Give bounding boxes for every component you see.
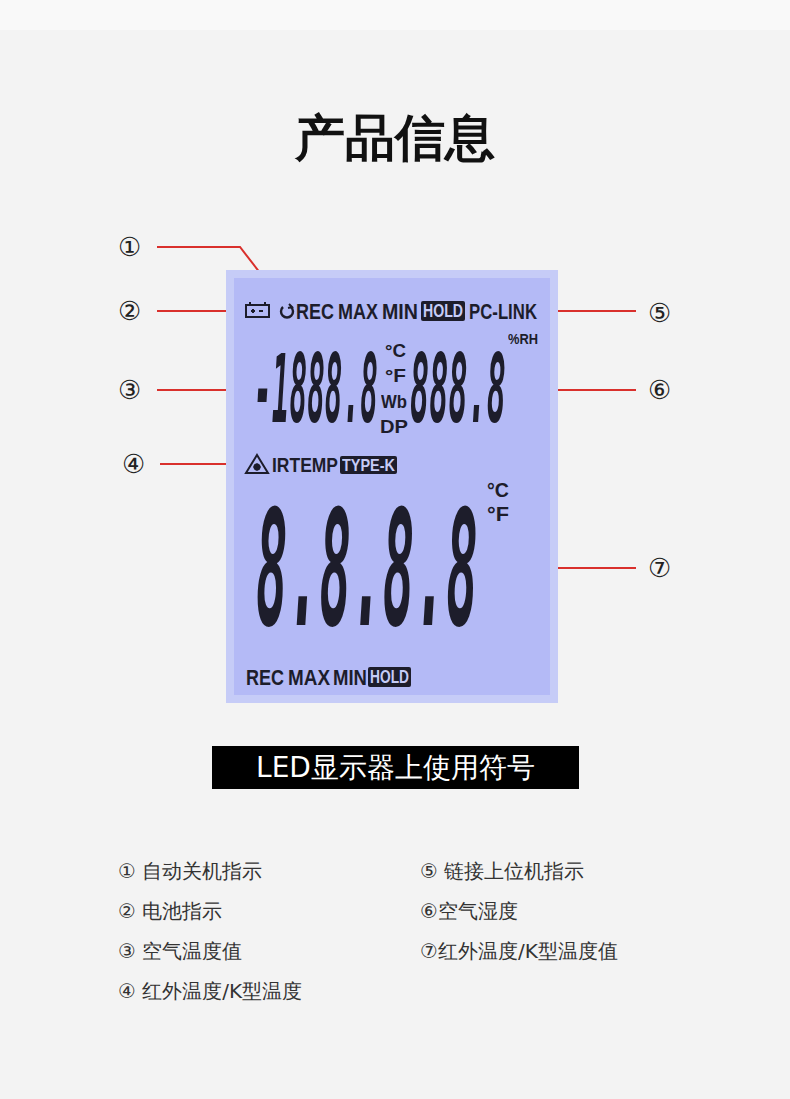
lcd-symbol: IRTEMP <box>272 455 338 475</box>
legend-item: ⑤ 链接上位机指示 <box>420 858 584 884</box>
legend-item: ⑦红外温度/K型温度值 <box>420 938 618 964</box>
symbol-slot: DP <box>380 417 408 436</box>
legend-item: ② 电池指示 <box>118 898 222 924</box>
symbol-slot: PC-LINK <box>469 300 537 322</box>
battery-icon <box>250 302 265 313</box>
legend-item: ⑥空气湿度 <box>420 898 518 924</box>
battery-icon <box>246 305 269 317</box>
lcd-symbol: HOLD <box>423 302 463 320</box>
power-icon <box>288 304 292 308</box>
symbol-slot: Wb <box>381 392 407 411</box>
callout-number: ① <box>118 230 141 264</box>
lcd-symbol: °C <box>385 341 406 360</box>
lcd-symbol: MAX <box>288 666 330 688</box>
leader-line <box>548 310 636 312</box>
inverted-symbol-box: TYPE-K <box>340 456 397 474</box>
callout-number: ⑤ <box>648 296 671 330</box>
segment-digits: 8.8.8.8 <box>256 489 478 649</box>
symbol-slot: MAX <box>288 666 330 688</box>
caption-banner: LED显示器上使用符号 <box>212 746 579 789</box>
callout-number: ④ <box>122 447 145 481</box>
lcd-symbol: TYPE-K <box>342 457 395 473</box>
symbol-slot: MIN <box>382 300 418 322</box>
lcd-symbol: °F <box>385 366 406 385</box>
symbol-slot: -1888.8 <box>254 341 378 436</box>
symbol-slot: REC <box>246 666 284 688</box>
power-icon <box>281 307 293 317</box>
symbol-slot: °C <box>487 479 509 500</box>
segment-digits: 888.8 <box>410 341 506 436</box>
callout-number: ⑥ <box>648 373 671 407</box>
symbol-slot: 8.8.8.8 <box>256 489 478 649</box>
symbol-slot: MIN <box>333 666 367 688</box>
laser-warning-icon <box>253 463 261 471</box>
symbol-slot: °C <box>385 341 406 360</box>
lcd-symbol: REC <box>296 300 334 322</box>
callout-number: ③ <box>118 373 141 407</box>
inverted-symbol-box: HOLD <box>421 301 465 321</box>
callout-number: ⑦ <box>648 551 671 585</box>
symbol-slot: REC <box>296 300 334 322</box>
top-band <box>0 0 790 30</box>
symbol-slot: %RH <box>508 331 538 346</box>
symbol-slot: IRTEMP <box>272 455 338 475</box>
lcd-symbol: Wb <box>381 392 407 411</box>
lcd-symbol: MIN <box>333 666 367 688</box>
lcd-symbol: %RH <box>508 331 538 346</box>
lcd-symbol: DP <box>380 417 408 436</box>
lcd-panel: RECMAXMINHOLDPC-LINK%RH-1888.8°C°FWbDP88… <box>226 270 558 703</box>
legend-item: ① 自动关机指示 <box>118 858 262 884</box>
symbol-slot: °F <box>487 503 509 524</box>
symbol-slot: MAX <box>338 300 378 322</box>
lcd-symbol: PC-LINK <box>469 300 537 322</box>
symbol-slot: °F <box>385 366 406 385</box>
lcd-symbol: MAX <box>338 300 378 322</box>
page-title: 产品信息 <box>0 108 790 168</box>
lcd-symbol: HOLD <box>370 668 409 686</box>
inverted-symbol-box: HOLD <box>368 667 411 687</box>
lcd-symbol: REC <box>246 666 284 688</box>
lcd-symbol: MIN <box>382 300 418 322</box>
symbol-slot: 888.8 <box>410 341 506 436</box>
legend-item: ③ 空气温度值 <box>118 938 242 964</box>
segment-digits: -1888.8 <box>254 341 378 436</box>
legend-item: ④ 红外温度/K型温度 <box>118 978 302 1004</box>
laser-warning-icon <box>246 455 268 473</box>
lcd-symbol: °F <box>487 503 509 524</box>
callout-number: ② <box>118 294 141 328</box>
banner-text: LED显示器上使用符号 <box>230 746 561 789</box>
lcd-symbol: °C <box>487 479 509 500</box>
